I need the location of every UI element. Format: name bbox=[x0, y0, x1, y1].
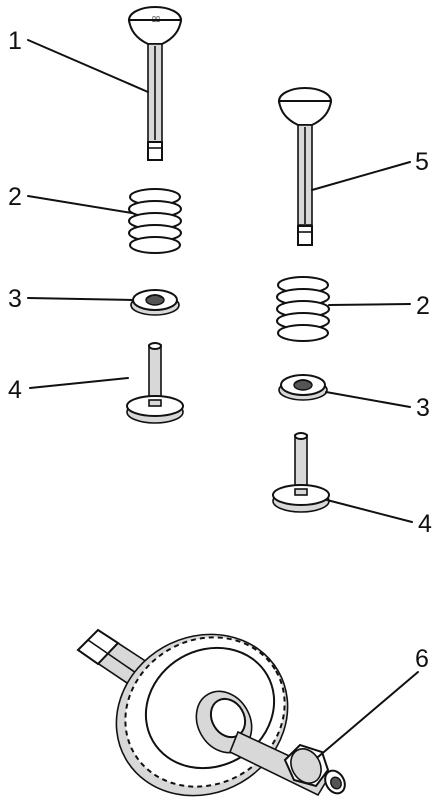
callout-2-left: 2 bbox=[8, 183, 22, 211]
valve-left: ﾛﾛ bbox=[127, 6, 183, 161]
callout-3-left: 3 bbox=[8, 285, 22, 313]
svg-text:ﾛﾛ: ﾛﾛ bbox=[152, 15, 160, 24]
tappet-left bbox=[126, 342, 184, 424]
callout-5: 5 bbox=[415, 148, 429, 176]
spring-right bbox=[276, 276, 330, 342]
leader-lines bbox=[27, 39, 419, 758]
tappet-right bbox=[272, 432, 330, 513]
callout-4-left: 4 bbox=[8, 376, 22, 404]
valve-right bbox=[277, 87, 333, 246]
callout-4-right: 4 bbox=[418, 510, 432, 538]
callout-1: 1 bbox=[8, 27, 22, 55]
spring-left bbox=[128, 188, 182, 254]
callout-6: 6 bbox=[415, 645, 429, 673]
retainer-left bbox=[130, 289, 180, 316]
camshaft-gear-assembly bbox=[76, 628, 346, 797]
callout-3-right: 3 bbox=[416, 394, 430, 422]
callout-2-right: 2 bbox=[416, 292, 430, 320]
retainer-right bbox=[278, 374, 328, 401]
